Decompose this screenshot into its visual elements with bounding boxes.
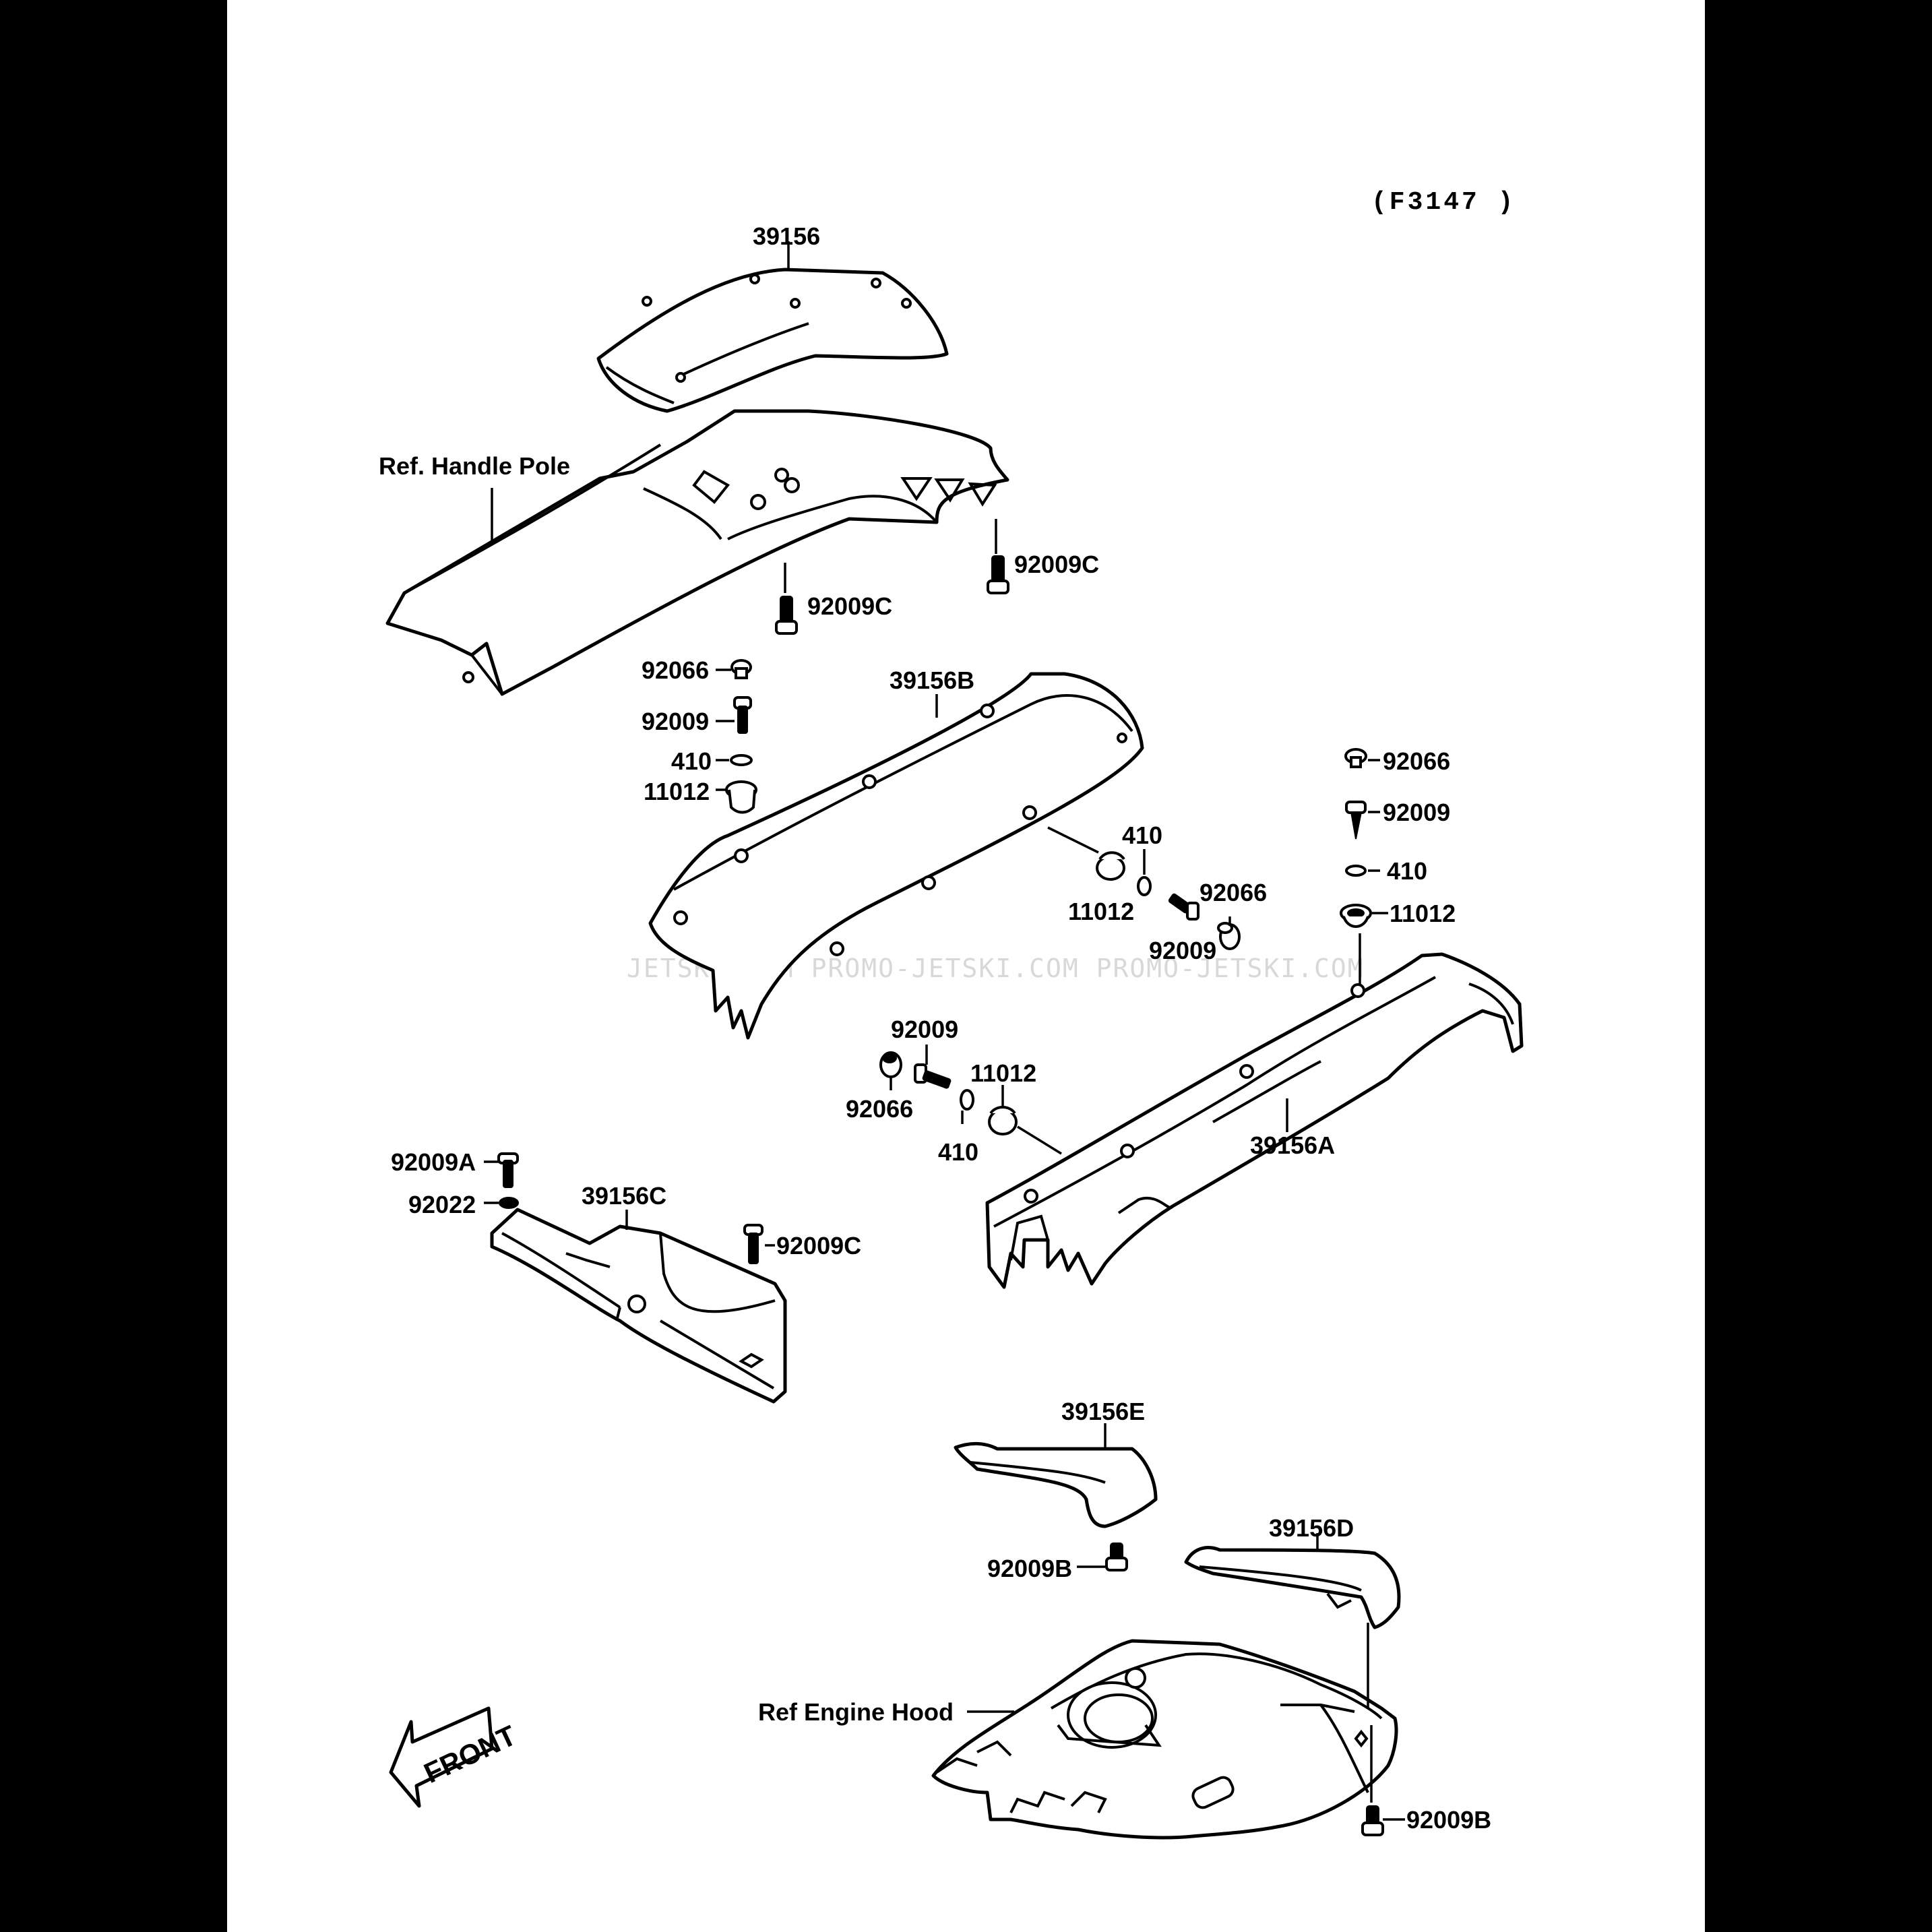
label-11012-mid: 11012 (1068, 898, 1134, 925)
label-39156: 39156 (753, 222, 820, 250)
label-410-mid: 410 (1122, 821, 1162, 849)
label-92066-left: 92066 (642, 656, 709, 684)
grommet-11012-right (1340, 904, 1372, 928)
cap-92066-mid (1217, 922, 1241, 950)
diagram-code: (F3147 ) (1371, 188, 1516, 217)
grommet-11012-left (725, 780, 757, 814)
label-92009-mid: 92009 (1149, 937, 1216, 964)
cover-39156d (1184, 1546, 1401, 1629)
screw-92009-right (1345, 801, 1367, 840)
washer-410-left (730, 754, 753, 766)
screw-92009-left (733, 696, 752, 734)
engine-hood (931, 1639, 1398, 1840)
label-39156a: 39156A (1250, 1131, 1335, 1159)
label-92009b-right: 92009B (1406, 1806, 1491, 1834)
front-arrow: FRONT (389, 1706, 521, 1808)
handle-pole (385, 409, 1009, 696)
label-ref-handle-pole: Ref. Handle Pole (379, 452, 570, 480)
screw-92009c-lower (743, 1224, 764, 1264)
cap-92066-left (730, 659, 752, 679)
screw-92009c-right (987, 555, 1009, 594)
label-92009-left: 92009 (642, 708, 709, 735)
label-410-lower: 410 (938, 1138, 978, 1166)
label-ref-engine-hood: Ref Engine Hood (758, 1698, 954, 1726)
label-92009c-mid: 92009C (807, 592, 892, 620)
label-92066-mid: 92066 (1199, 879, 1267, 906)
label-11012-lower: 11012 (970, 1059, 1036, 1087)
label-410-left: 410 (671, 747, 712, 775)
label-410-right: 410 (1387, 857, 1427, 885)
label-11012-left: 11012 (644, 778, 710, 805)
screw-92009a (497, 1152, 519, 1188)
washer-410-right (1345, 865, 1367, 877)
washer-410-lower (960, 1089, 974, 1111)
label-39156e: 39156E (1061, 1398, 1145, 1425)
label-92009-right: 92009 (1383, 799, 1450, 826)
label-92009b-left: 92009B (987, 1555, 1072, 1582)
label-39156c: 39156C (582, 1182, 666, 1210)
cap-92066-lower (879, 1051, 902, 1078)
label-92066-right: 92066 (1383, 747, 1450, 775)
screw-92009b-right (1361, 1805, 1384, 1836)
cover-39156b (648, 672, 1144, 1040)
label-39156d: 39156D (1269, 1514, 1354, 1542)
label-92022: 92022 (408, 1191, 476, 1218)
cover-39156a (985, 952, 1524, 1289)
grommet-11012-mid (1096, 851, 1125, 881)
cap-92066-right (1344, 748, 1367, 768)
label-92009-lower: 92009 (891, 1016, 958, 1043)
label-92009c-lower: 92009C (776, 1232, 861, 1259)
screw-92009b-left (1105, 1543, 1128, 1571)
cover-39156 (596, 268, 949, 413)
label-92009c-right: 92009C (1014, 551, 1099, 578)
screw-92009-mid (1168, 893, 1199, 921)
screw-92009-lower (914, 1063, 952, 1089)
label-92009a: 92009A (391, 1148, 476, 1176)
washer-92022 (499, 1197, 519, 1209)
label-39156b: 39156B (890, 666, 974, 694)
cover-39156e (954, 1441, 1158, 1528)
label-11012-right: 11012 (1390, 900, 1456, 927)
screw-92009c-mid (775, 596, 798, 635)
washer-410-mid (1137, 876, 1152, 896)
label-92066-lower: 92066 (846, 1095, 913, 1123)
cover-39156c (490, 1208, 787, 1404)
grommet-11012-lower (988, 1106, 1018, 1135)
